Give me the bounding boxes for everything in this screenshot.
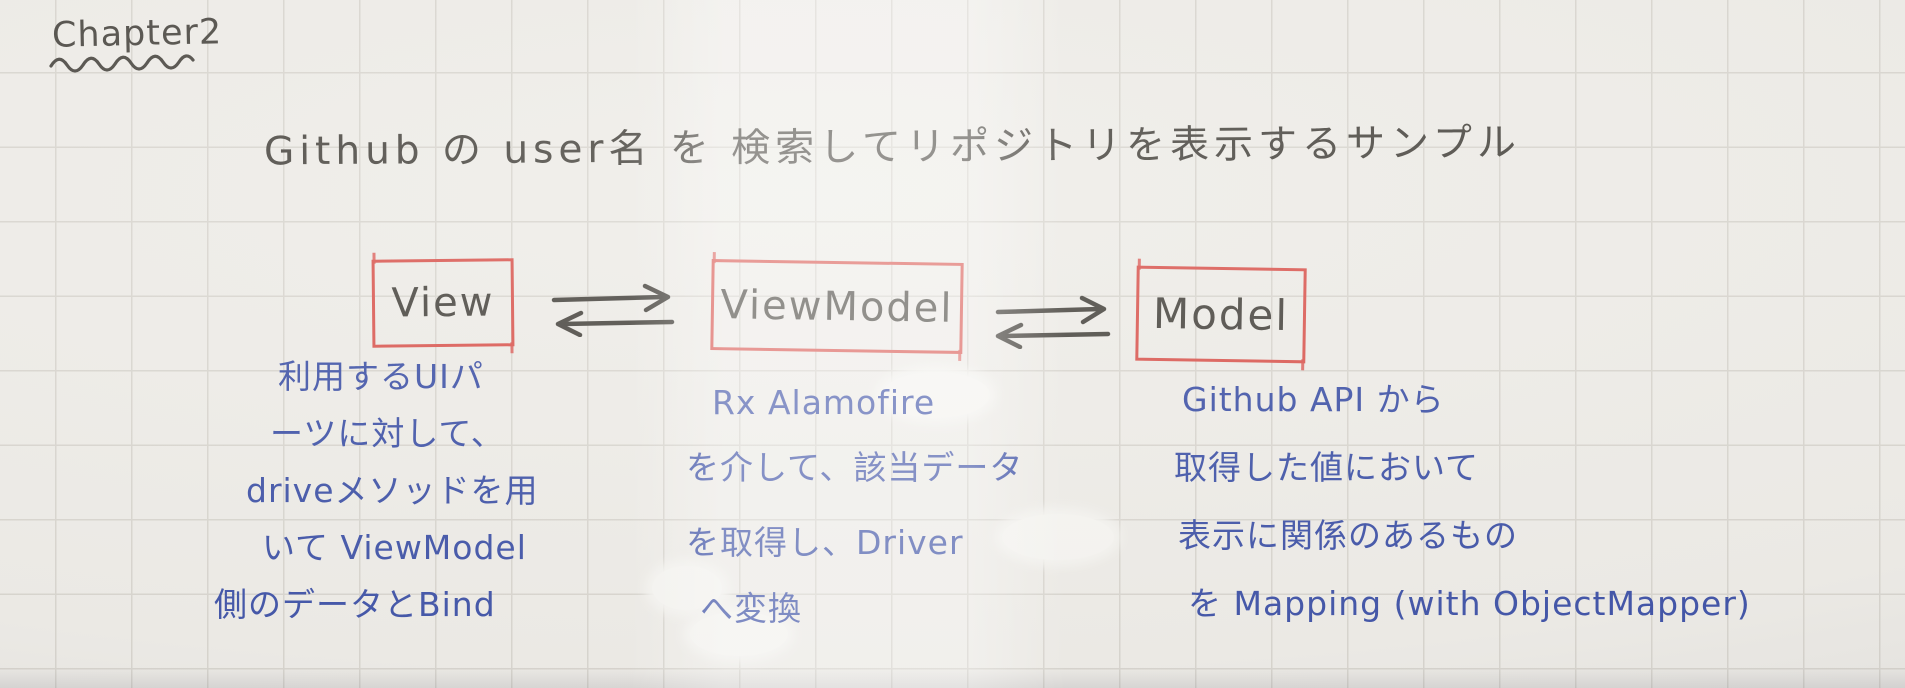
whiteout-patch	[690, 612, 788, 656]
note-view: 利用するUIパ ーツに対して、 driveメソッドを用 いて ViewModel…	[214, 348, 539, 633]
chapter-label: Chapter2	[51, 12, 223, 56]
page-title: Github の user名 を 検索してリポジトリを表示するサンプル	[263, 120, 1522, 175]
whiteout-patch	[652, 566, 722, 610]
note-line: を Mapping (with ObjectMapper)	[1188, 584, 1751, 623]
whiteout-patch	[1002, 514, 1114, 560]
note-viewmodel: Rx Alamofire を介して、該当データ を取得し、Driver へ変換	[686, 370, 1023, 641]
bidirectional-arrow-view-viewmodel	[551, 283, 675, 337]
note-line: へ変換	[700, 589, 802, 628]
note-line: 側のデータとBind	[214, 585, 496, 624]
whiteout-patch	[882, 372, 990, 418]
note-line: を介して、該当データ	[686, 448, 1024, 487]
note-line: Github API から	[1182, 380, 1445, 419]
bidirectional-arrow-viewmodel-model	[995, 295, 1111, 349]
node-viewmodel: ViewModel	[710, 259, 964, 354]
node-view-label: View	[391, 279, 495, 327]
node-model: Model	[1135, 265, 1307, 364]
node-view: View	[371, 258, 515, 348]
note-line: 利用するUIパ	[278, 357, 484, 396]
note-line: を取得し、Driver	[686, 523, 964, 562]
note-line: いて ViewModel	[262, 528, 527, 567]
note-line: ーツに対して、	[270, 414, 505, 453]
node-viewmodel-label: ViewModel	[720, 281, 954, 332]
node-model-label: Model	[1152, 288, 1290, 341]
note-line: 取得した値において	[1174, 448, 1480, 487]
squiggle-underline-icon	[49, 54, 195, 73]
note-line: Rx Alamofire	[712, 383, 936, 422]
note-line: driveメソッドを用	[246, 471, 539, 510]
note-line: 表示に関係のあるもの	[1178, 516, 1518, 555]
note-model: Github API から 取得した値において 表示に関係のあるもの を Map…	[1174, 366, 1751, 638]
